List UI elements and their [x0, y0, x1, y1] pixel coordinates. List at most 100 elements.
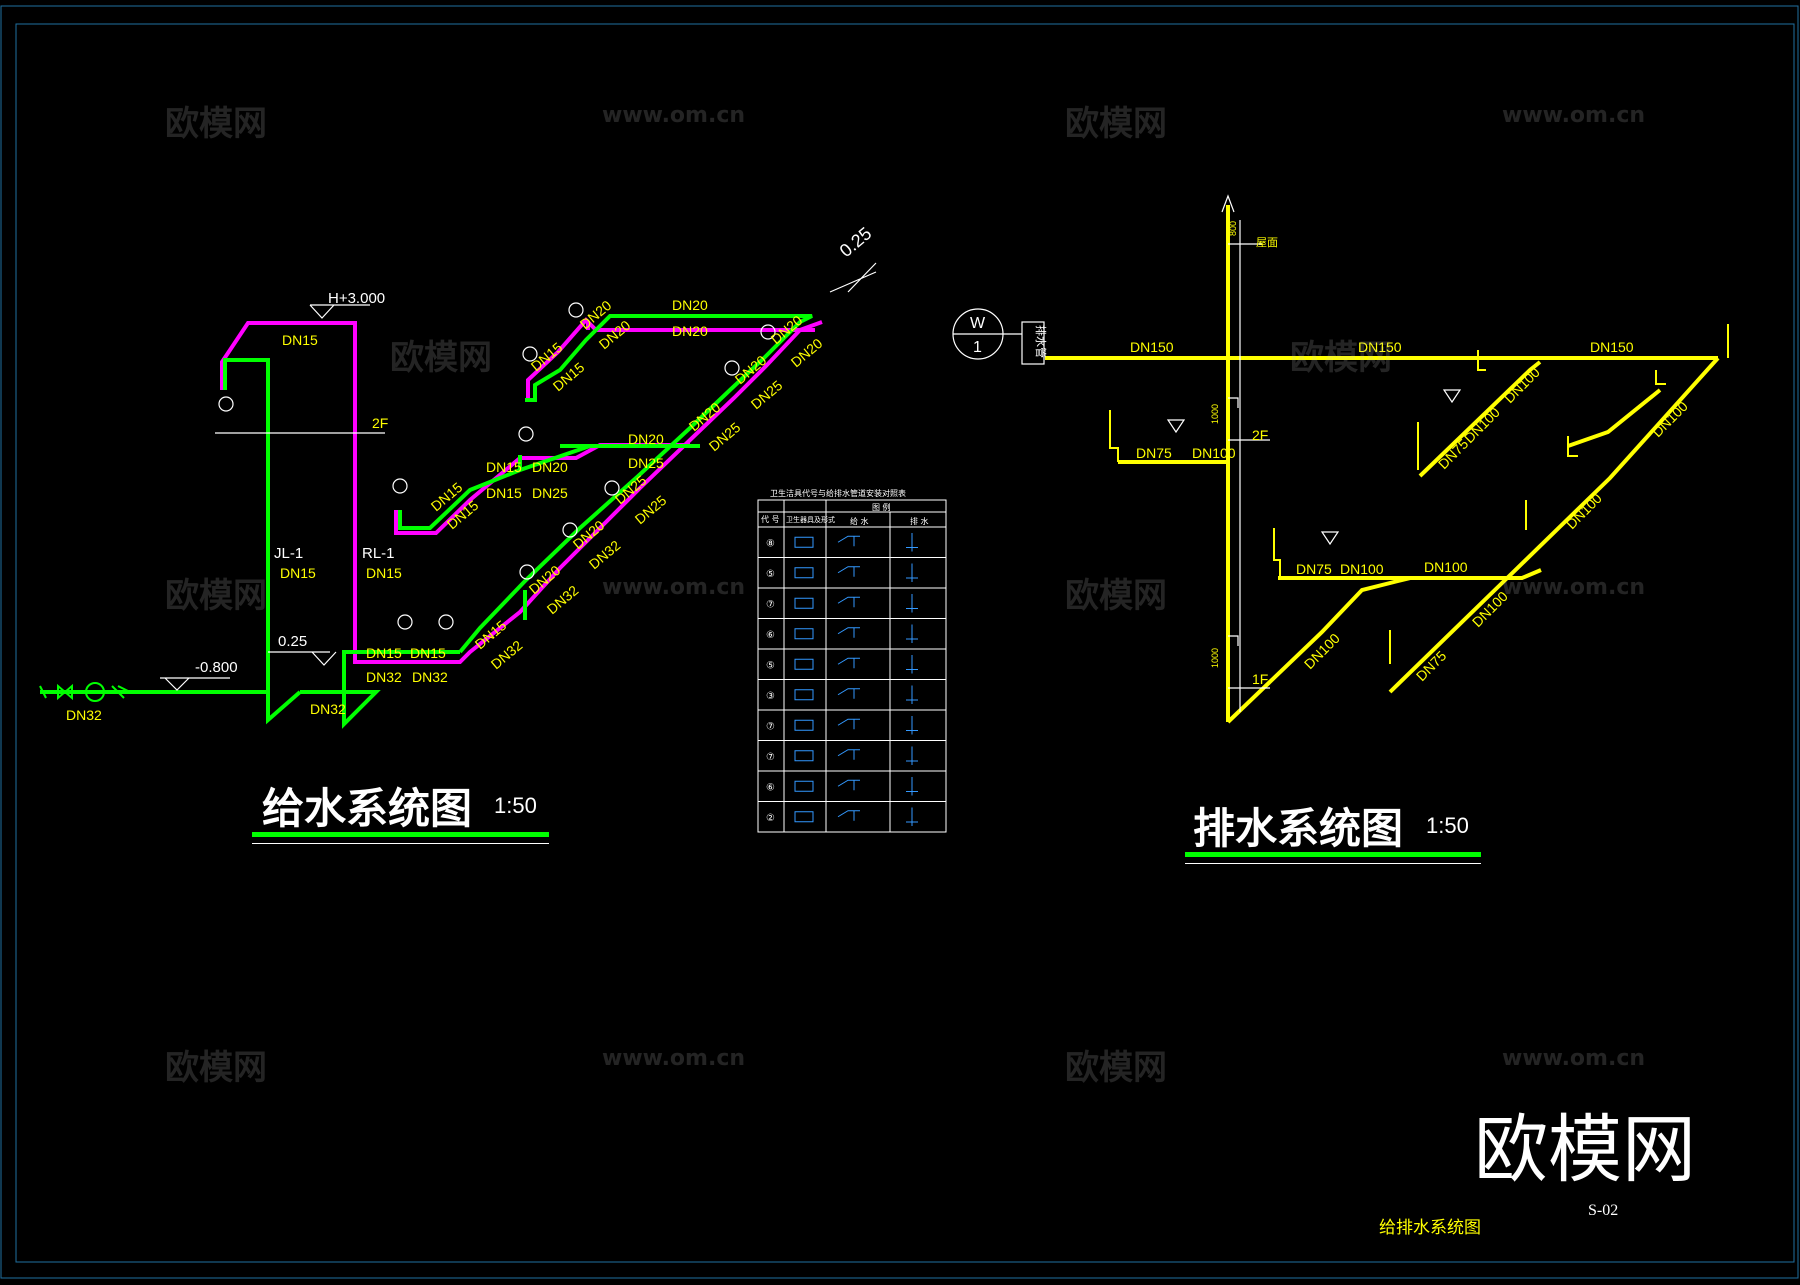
sheet-name: 给排水系统图 [1379, 1218, 1481, 1238]
well-tag-box [1021, 321, 1045, 365]
pipe-label: DN100 [1501, 364, 1543, 406]
pipe-label: DN100 [1563, 490, 1605, 532]
drain-branch-right-low [1567, 388, 1662, 448]
pipe-label: DN20 [788, 335, 826, 370]
pipe-label: DN75 [1136, 445, 1172, 461]
drain-legend-icon [906, 777, 918, 796]
elev-mark-025 [268, 651, 337, 666]
pipe-label: DN25 [632, 492, 670, 527]
watermark-brand: 欧模网 [1065, 104, 1167, 144]
table-row-code: ⑦ [766, 721, 775, 732]
pipe-label: DN150 [1130, 339, 1174, 355]
pipe-label: DN20 [672, 297, 708, 313]
sheet-number: S-02 [1588, 1202, 1619, 1219]
floor-drain-icon [1442, 389, 1462, 404]
drain-legend-icon [906, 533, 918, 552]
watermark-brand: 欧模网 [1065, 576, 1167, 616]
elev-label-top: H+3.000 [328, 290, 385, 307]
drain-labels: DN150 DN150 DN150 DN75 DN100 DN75 DN100 … [970, 221, 1691, 687]
fixture-legend-icon [794, 689, 814, 701]
pipe-label: DN20 [628, 431, 664, 447]
pipe-label: DN150 [1358, 339, 1402, 355]
pipe-label: DN15 [282, 332, 318, 348]
stack-cleanout-icon [1228, 397, 1239, 408]
fixture-icon [568, 302, 584, 318]
watermark-brand: 欧模网 [165, 104, 267, 144]
supply-legend-icon [837, 535, 860, 547]
floor-drain-icon [1166, 419, 1186, 434]
pipe-label: DN15 [366, 645, 402, 661]
drain-legend-icon [906, 685, 918, 704]
pipe-label: DN25 [748, 377, 786, 412]
table-row-code: ⑦ [766, 599, 775, 610]
gate-valve-icon [57, 683, 73, 701]
well-label-top: W [970, 315, 986, 332]
slope-label: 0.25 [836, 223, 876, 261]
dim-label: 1000 [1210, 404, 1220, 424]
pipe-label: DN20 [672, 323, 708, 339]
drain-outlet-diagonal [1388, 356, 1720, 694]
fixture-icon [760, 324, 776, 340]
fixture-icon [397, 614, 413, 630]
drain-branch-right [1418, 360, 1542, 478]
fixture-symbols [218, 302, 776, 630]
pipe-label: DN150 [1590, 339, 1634, 355]
cold-water-pipes [40, 314, 813, 729]
hot-water-pipes [220, 317, 823, 664]
drain-bottom-diagonal [1226, 568, 1542, 724]
pipe-label: DN25 [532, 485, 568, 501]
dim-label: 800 [1228, 221, 1238, 236]
supply-legend-icon [837, 627, 860, 638]
pipe-label: DN100 [1461, 404, 1503, 446]
pipe-label: DN32 [66, 707, 102, 723]
table-title: 卫生洁具代号与给排水管道安装对照表 [770, 488, 906, 498]
table-frame [757, 499, 947, 833]
pipe-label: DN15 [410, 645, 446, 661]
drain-legend-icon [906, 716, 918, 735]
table-row-code: ⑥ [766, 630, 775, 641]
cold-drop-1 [266, 690, 302, 725]
drain-trap-1 [1109, 410, 1119, 462]
pipe-label: DN25 [706, 419, 744, 454]
well-label-bottom: 1 [973, 339, 982, 356]
check-valve-icon [111, 685, 131, 699]
cold-main-diagonal [458, 314, 813, 654]
stack-cleanout-icon [1228, 635, 1239, 646]
pipe-label: DN15 [486, 485, 522, 501]
pipe-label: DN25 [628, 455, 664, 471]
fixture-icon [562, 522, 578, 538]
watermark-brand: 欧模网 [390, 338, 492, 378]
elev-mark-top [309, 304, 370, 319]
supply-legend-icon [837, 749, 860, 760]
supply-diagram-scale: 1:50 [494, 793, 537, 818]
pipe-label: DN15 [486, 459, 522, 475]
pipe-label: DN15 [366, 565, 402, 581]
elev-label-025: 0.25 [278, 633, 307, 650]
fixture-legend-icon [794, 658, 814, 670]
table-row-code: ⑦ [766, 752, 775, 763]
watermark-brand: 欧模网 [1065, 1048, 1167, 1088]
fixture-legend-icon [794, 536, 814, 548]
watermark-url: www.om.cn [1502, 575, 1646, 600]
table-head-supply: 给 水 [850, 516, 869, 526]
watermark-url: www.om.cn [602, 103, 746, 128]
supply-legend-icon [837, 657, 860, 669]
cold-riser-jl1 [223, 358, 270, 692]
inner-frame [15, 23, 1795, 1263]
watermark-brand: 欧模网 [165, 576, 267, 616]
watermark-url: www.om.cn [602, 1046, 746, 1071]
drain-legend-icon [906, 655, 918, 674]
floor-label-1f: 1F [1252, 671, 1268, 687]
drain-legend-icon [906, 594, 918, 613]
table-row-code: ⑤ [766, 569, 775, 580]
floor-label-2f: 2F [372, 415, 388, 431]
pipe-label: DN15 [280, 565, 316, 581]
elev-mark-low [160, 677, 230, 691]
table-row-code: ⑥ [766, 782, 775, 793]
fixture-legend-icon [794, 750, 814, 762]
riser-label-jl1: JL-1 [274, 545, 303, 562]
roof-label: 屋面 [1256, 236, 1278, 249]
drain-legend-icon [906, 624, 918, 643]
